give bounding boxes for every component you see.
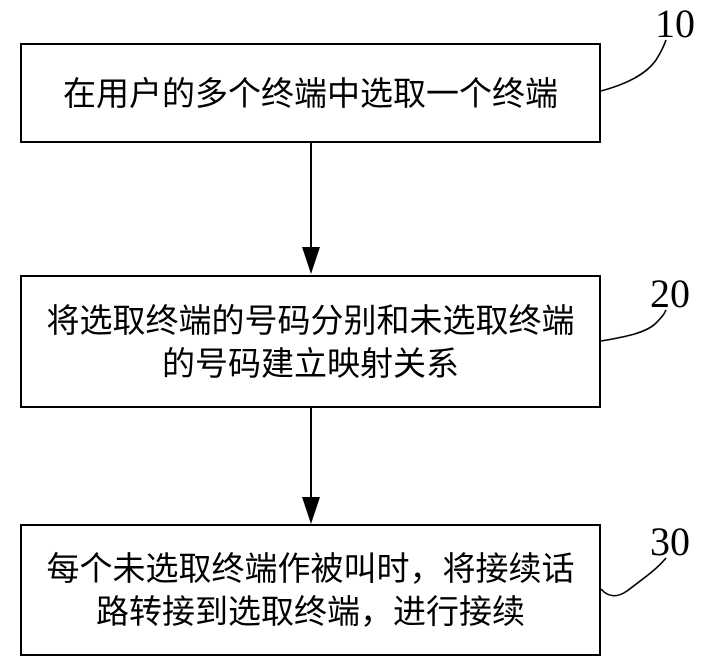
- ref-number-20: 20: [650, 271, 690, 316]
- ref-number-30: 30: [650, 519, 690, 564]
- step-box-1: 在用户的多个终端中选取一个终端: [20, 43, 601, 143]
- leader-line-20: [600, 309, 667, 342]
- step-1-text: 在用户的多个终端中选取一个终端: [63, 72, 558, 115]
- leader-line-30: [600, 557, 667, 597]
- step-2-text: 将选取终端的号码分别和未选取终端 的号码建立映射关系: [47, 299, 575, 385]
- step-box-2: 将选取终端的号码分别和未选取终端 的号码建立映射关系: [20, 275, 601, 408]
- step-3-line-1: 每个未选取终端作被叫时，将接续话: [46, 550, 575, 587]
- leader-line-10: [600, 39, 667, 92]
- step-3-line-2: 路转接到选取终端，进行接续: [96, 593, 525, 630]
- step-1-line-1: 在用户的多个终端中选取一个终端: [63, 74, 558, 112]
- arrow-step2-to-step3: [302, 408, 320, 524]
- step-3-text: 每个未选取终端作被叫时，将接续话 路转接到选取终端，进行接续: [47, 547, 575, 633]
- step-2-line-2: 的号码建立映射关系: [162, 344, 459, 382]
- arrow-step1-to-step2: [302, 143, 320, 274]
- ref-number-10: 10: [655, 1, 695, 46]
- step-box-3: 每个未选取终端作被叫时，将接续话 路转接到选取终端，进行接续: [20, 524, 601, 656]
- step-2-line-1: 将选取终端的号码分别和未选取终端: [46, 301, 575, 339]
